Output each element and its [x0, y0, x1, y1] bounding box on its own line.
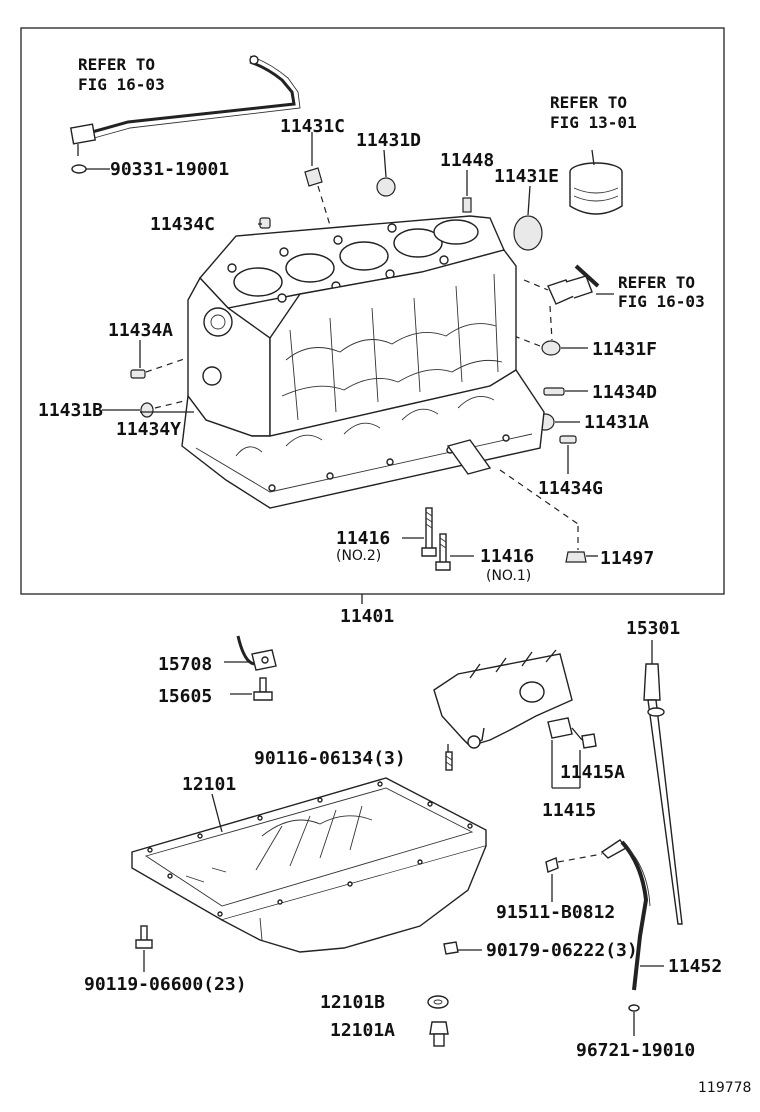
label-no2: (NO.2) — [336, 548, 381, 564]
label-15605: 15605 — [158, 686, 212, 707]
label-11431C: 11431C — [280, 116, 345, 137]
label-11434D: 11434D — [592, 382, 657, 403]
label-90119-06600: 90119-06600(23) — [84, 974, 247, 995]
cylinder-block — [181, 215, 579, 525]
label-90116-06134: 90116-06134(3) — [254, 748, 406, 769]
label-90179-06222: 90179-06222(3) — [486, 940, 638, 961]
nut-90179-06222 — [443, 941, 482, 955]
label-15301: 15301 — [626, 618, 680, 639]
oil-pan-12101 — [131, 777, 487, 953]
bolt-15605 — [230, 677, 273, 701]
label-11434C: 11434C — [150, 214, 215, 235]
oil-pump-housing — [433, 649, 573, 749]
plug-11431D — [376, 149, 396, 197]
plug-11497 — [565, 526, 598, 563]
label-11448: 11448 — [440, 150, 494, 171]
label-11401: 11401 — [340, 606, 394, 627]
pin-11434G — [559, 435, 577, 474]
plug-11431E — [513, 185, 543, 251]
bolt-91511-B0812 — [545, 853, 603, 902]
ref-fig-16-03b-line2: FIG 16-03 — [618, 292, 705, 311]
oil-pressure-switch-11415A — [547, 717, 597, 789]
breather-pipe — [69, 55, 301, 156]
pin-11448 — [462, 170, 472, 213]
label-11431F: 11431F — [592, 339, 657, 360]
dipstick-guide-11452 — [600, 839, 664, 991]
label-11434G: 11434G — [538, 478, 603, 499]
label-96721-19010: 96721-19010 — [576, 1040, 695, 1061]
block-assembly-frame — [20, 27, 725, 595]
label-91511-B0812: 91511-B0812 — [496, 902, 615, 923]
label-11434A: 11434A — [108, 320, 173, 341]
ref-fig-16-03-line2: FIG 16-03 — [78, 75, 165, 94]
ref-fig-13-01-line1: REFER TO — [550, 93, 627, 112]
label-11431A: 11431A — [584, 412, 649, 433]
label-12101: 12101 — [182, 774, 236, 795]
label-11431D: 11431D — [356, 130, 421, 151]
label-15708: 15708 — [158, 654, 212, 675]
gasket-12101B — [427, 995, 449, 1009]
label-11415: 11415 — [542, 800, 596, 821]
bolt-11416-no2 — [402, 507, 437, 557]
label-11434Y: 11434Y — [116, 419, 181, 440]
ref-fig-16-03-line1: REFER TO — [78, 55, 155, 74]
label-11416-no2: 11416 — [336, 528, 390, 549]
ref-fig-13-01-line2: FIG 13-01 — [550, 113, 637, 132]
plug-11431B — [140, 395, 206, 418]
o-ring-96721-19010 — [628, 1004, 640, 1036]
sensor-15708 — [224, 635, 277, 671]
callout-labels: REFER TO FIG 16-03 REFER TO FIG 13-01 RE… — [38, 55, 751, 1096]
label-11497: 11497 — [600, 548, 654, 569]
gasket-90331-19001 — [71, 164, 110, 174]
piston-reference — [569, 149, 623, 215]
pin-11434C — [259, 217, 271, 229]
union-fitting — [523, 264, 614, 341]
drain-plug-12101A — [429, 1021, 449, 1047]
label-11452: 11452 — [668, 956, 722, 977]
label-90331-19001: 90331-19001 — [110, 159, 229, 180]
ref-fig-16-03b-line1: REFER TO — [618, 273, 695, 292]
bolt-11416-no1 — [435, 533, 474, 571]
dipstick-15301 — [643, 640, 683, 925]
label-no1: (NO.1) — [486, 568, 531, 584]
pin-11434D — [543, 387, 588, 396]
label-11416-no1: 11416 — [480, 546, 534, 567]
bolt-90119-06600 — [135, 925, 153, 972]
label-11431E: 11431E — [494, 166, 559, 187]
plug-11431C — [304, 132, 337, 246]
label-12101B: 12101B — [320, 992, 385, 1013]
label-12101A: 12101A — [330, 1020, 395, 1041]
label-11415A: 11415A — [560, 762, 625, 783]
label-11431B: 11431B — [38, 400, 103, 421]
figure-number: 119778 — [698, 1080, 751, 1096]
stud-90116-06134 — [445, 744, 453, 771]
